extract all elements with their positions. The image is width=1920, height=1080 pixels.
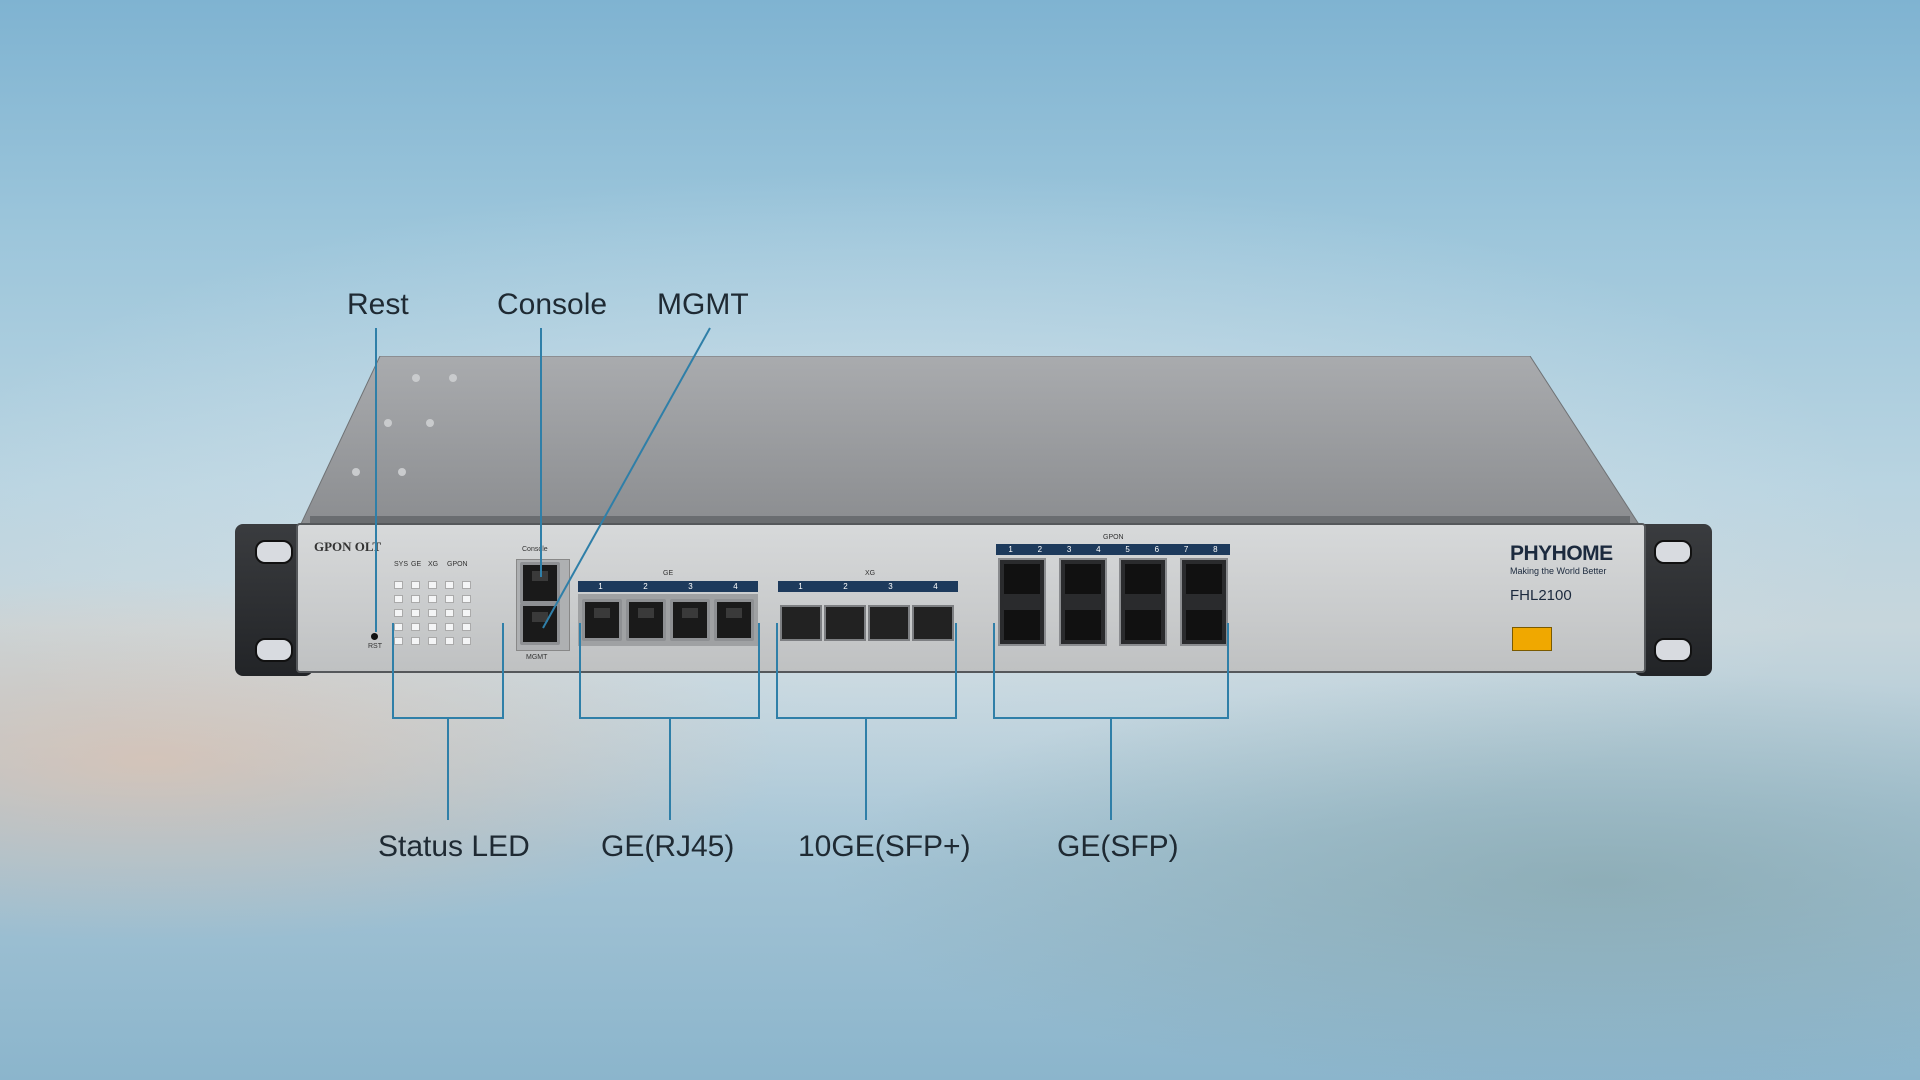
callout-ge-rj45: GE(RJ45) [601, 830, 735, 863]
gpon-sfp-cage-2[interactable] [1059, 558, 1107, 646]
callout-10ge-sfp-plus: 10GE(SFP+) [798, 830, 971, 863]
rst-label: RST [368, 643, 382, 650]
status-led [462, 637, 471, 645]
status-led [445, 609, 454, 617]
ge-port-number: 2 [643, 582, 648, 591]
led-header-sys: SYS [394, 561, 409, 568]
ge-rj45-port-4[interactable] [714, 599, 754, 641]
laser-warning-label [1512, 627, 1552, 651]
ge-port-number-bar: 1 2 3 4 [578, 581, 758, 592]
gpon-sfp-cage-3[interactable] [1119, 558, 1167, 646]
status-led [428, 623, 437, 631]
status-led [394, 581, 403, 589]
gpon-port-number: 3 [1066, 545, 1072, 554]
xg-sfp-plus-port-2[interactable] [824, 605, 866, 641]
xg-port-number: 3 [888, 582, 893, 591]
status-led [428, 609, 437, 617]
gpon-port-number: 8 [1213, 545, 1218, 554]
gpon-port-number: 6 [1154, 545, 1160, 554]
xg-sfp-plus-port-1[interactable] [780, 605, 822, 641]
status-led [411, 609, 420, 617]
status-led [428, 595, 437, 603]
status-led [411, 581, 420, 589]
led-header-xg: XG [428, 561, 439, 568]
xg-sfp-plus-port-4[interactable] [912, 605, 954, 641]
gpon-group-label: GPON [1103, 534, 1124, 541]
ge-group-label: GE [663, 570, 674, 577]
gpon-port-number: 4 [1096, 545, 1101, 554]
mgmt-port[interactable] [520, 603, 560, 645]
status-led [428, 637, 437, 645]
gpon-port-number: 1 [1008, 545, 1013, 554]
xg-port-number: 4 [933, 582, 938, 591]
ge-rj45-port-3[interactable] [670, 599, 710, 641]
status-led [394, 609, 403, 617]
status-led [411, 595, 420, 603]
gpon-port-number-bar: 1 2 3 4 5 6 7 8 [996, 544, 1230, 555]
mgmt-port-label: MGMT [526, 654, 548, 661]
front-panel: GPON OLT RST SYS GE XG GPON Console MGMT… [296, 523, 1646, 673]
status-led [394, 595, 403, 603]
gpon-port-number: 2 [1037, 545, 1043, 554]
status-led [411, 623, 420, 631]
status-led [445, 595, 454, 603]
brand-logo: PHYHOME [1510, 542, 1613, 565]
callout-status-led: Status LED [378, 830, 530, 863]
xg-sfp-plus-port-3[interactable] [868, 605, 910, 641]
status-led [445, 581, 454, 589]
status-led [411, 637, 420, 645]
status-led [462, 609, 471, 617]
status-led [445, 623, 454, 631]
ge-rj45-port-2[interactable] [626, 599, 666, 641]
model-number: FHL2100 [1510, 587, 1572, 604]
ge-rj45-port-1[interactable] [582, 599, 622, 641]
xg-group-label: XG [865, 570, 876, 577]
gpon-port-number: 7 [1183, 545, 1189, 554]
ge-port-number: 3 [688, 582, 693, 591]
xg-port-number-bar: 1 2 3 4 [778, 581, 958, 592]
product-label: GPON OLT [314, 539, 382, 554]
status-led [428, 581, 437, 589]
status-led [462, 595, 471, 603]
status-led [394, 637, 403, 645]
status-led [394, 623, 403, 631]
callout-mgmt: MGMT [657, 288, 749, 321]
ge-port-number: 4 [733, 582, 738, 591]
callout-ge-sfp: GE(SFP) [1057, 830, 1179, 863]
led-header-gpon: GPON [447, 561, 468, 568]
brand-tagline: Making the World Better [1510, 566, 1607, 576]
callout-rest: Rest [347, 288, 409, 321]
right-rack-ear [1634, 524, 1712, 676]
status-led [462, 581, 471, 589]
led-header-ge: GE [411, 561, 422, 568]
reset-button[interactable] [371, 633, 378, 640]
status-led [445, 637, 454, 645]
gpon-sfp-cage-1[interactable] [998, 558, 1046, 646]
console-port-label: Console [522, 546, 548, 553]
gpon-sfp-cage-4[interactable] [1180, 558, 1228, 646]
xg-port-number: 1 [798, 582, 803, 591]
ge-port-number: 1 [598, 582, 603, 591]
chassis-top-cover [300, 356, 1640, 526]
gpon-port-number: 5 [1125, 545, 1130, 554]
status-led [462, 623, 471, 631]
callout-console: Console [497, 288, 608, 321]
xg-port-number: 2 [843, 582, 848, 591]
